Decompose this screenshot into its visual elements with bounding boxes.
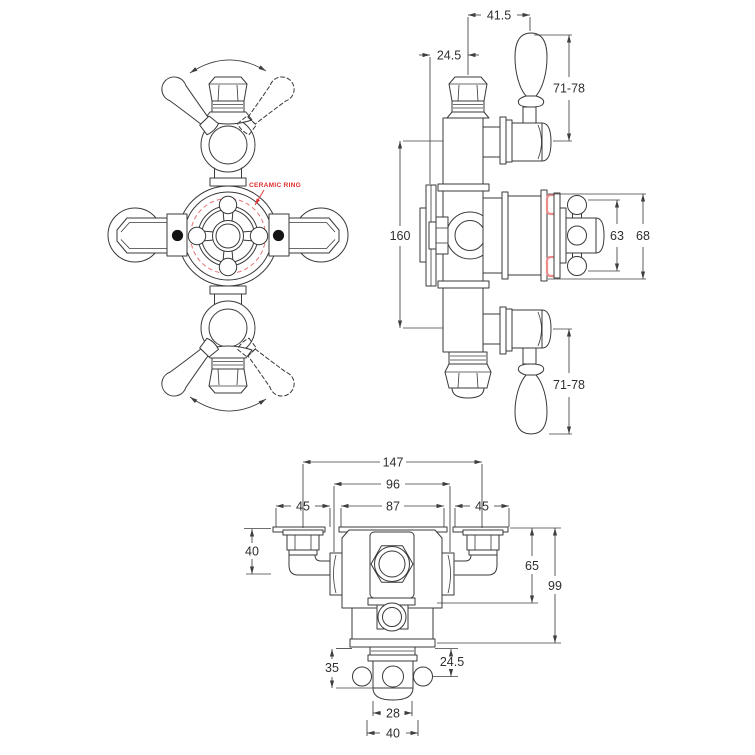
dim-outlet-offset: 24.5	[433, 648, 464, 677]
side-top-cap	[446, 76, 490, 119]
side-bottom-lever	[514, 374, 548, 435]
front-right-port	[268, 207, 349, 263]
side-cartridge	[482, 189, 605, 282]
svg-text:45: 45	[475, 500, 489, 514]
svg-text:40: 40	[386, 727, 400, 741]
dim-diverter-width: 40	[366, 720, 419, 741]
svg-text:24.5: 24.5	[440, 655, 464, 669]
ceramic-ring-side-mark-bottom	[545, 255, 556, 278]
ceramic-ring-side-mark-top	[545, 193, 556, 216]
svg-text:68: 68	[636, 229, 650, 243]
svg-text:160: 160	[390, 229, 411, 243]
front-view: CERAMIC RING	[107, 59, 349, 412]
dim-overall-width: 147	[302, 456, 483, 528]
side-bottom-outlet	[482, 306, 552, 435]
side-wall-plate	[419, 184, 449, 287]
left-port-marker	[171, 229, 184, 242]
dim-body-height: 160	[390, 140, 443, 329]
dim-wall-to-centre: 24.5	[419, 49, 479, 184]
dim-handle-span: 63	[588, 199, 624, 272]
dim-cartridge-span: 68	[548, 193, 650, 280]
dim-bottom-handle-length: 71-78	[549, 328, 585, 435]
front-top-rotation-arrow	[189, 59, 267, 74]
ceramic-ring-arrow	[254, 189, 265, 206]
plan-left-union	[282, 529, 332, 576]
svg-text:41.5: 41.5	[487, 9, 511, 23]
side-view: 41.5 24.5 71-78 160 63	[390, 9, 650, 435]
svg-text:71-78: 71-78	[553, 82, 585, 96]
right-port-marker	[272, 229, 285, 242]
front-centre-control	[177, 185, 279, 287]
plan-right-union	[454, 529, 504, 576]
svg-text:24.5: 24.5	[437, 49, 461, 63]
dim-plate-to-body: 65	[437, 527, 561, 604]
dim-right-elbow: 45	[454, 500, 510, 527]
dim-elbow-depth: 40	[244, 528, 271, 575]
side-top-lever	[514, 32, 548, 97]
svg-text:63: 63	[610, 229, 624, 243]
svg-text:147: 147	[383, 456, 404, 470]
dim-body-width: 96	[333, 478, 451, 552]
front-bottom-cap	[203, 345, 253, 394]
side-bottom-fitting	[444, 351, 492, 399]
dim-outlet-width: 28	[372, 701, 413, 721]
plan-view: 147 96 87 45 45	[244, 456, 562, 741]
front-top-cap	[203, 76, 253, 125]
dim-left-elbow: 45	[275, 500, 331, 527]
side-top-outlet	[482, 32, 552, 165]
dim-diverter-depth: 35	[325, 648, 374, 689]
dim-top-handle-length: 71-78	[534, 34, 585, 142]
svg-text:96: 96	[386, 478, 400, 492]
plan-diverter	[352, 646, 433, 701]
svg-text:40: 40	[245, 545, 259, 559]
front-left-port	[107, 207, 188, 263]
plan-body	[329, 529, 455, 648]
svg-text:87: 87	[386, 500, 400, 514]
svg-text:35: 35	[325, 661, 339, 675]
dim-spout-offset: 41.5	[467, 9, 531, 75]
svg-text:45: 45	[296, 500, 310, 514]
svg-text:65: 65	[525, 559, 539, 573]
svg-text:28: 28	[386, 707, 400, 721]
front-bottom-rosette	[200, 285, 256, 356]
ceramic-ring-label: CERAMIC RING	[249, 182, 301, 189]
front-bottom-rotation-arrow	[189, 396, 267, 412]
svg-text:71-78: 71-78	[553, 378, 585, 392]
svg-text:99: 99	[548, 579, 562, 593]
dim-plate-width: 87	[340, 500, 445, 527]
dim-overall-depth: 99	[437, 527, 562, 644]
